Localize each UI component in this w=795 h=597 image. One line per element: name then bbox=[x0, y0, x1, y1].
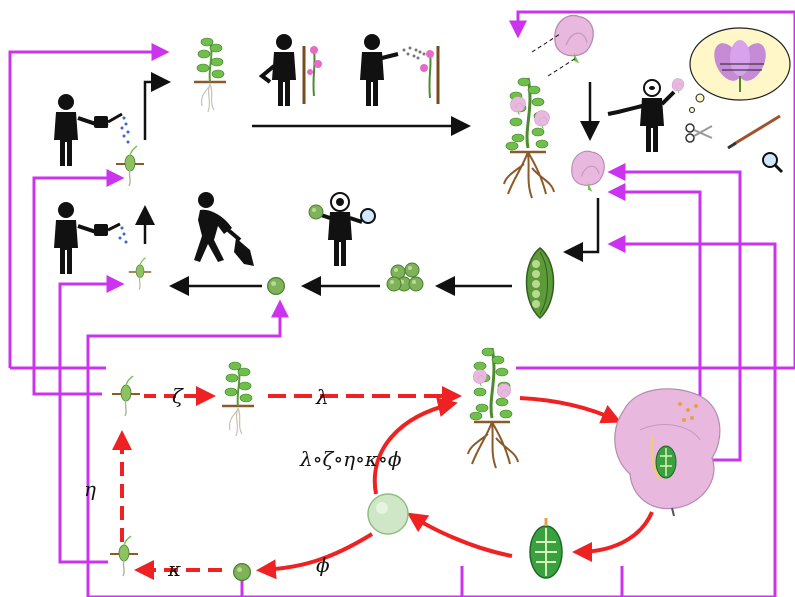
pea-flower-icon bbox=[554, 14, 594, 65]
label-kappa: κ bbox=[167, 557, 181, 581]
arrow-composite bbox=[372, 397, 458, 495]
pea-plant-icon bbox=[222, 362, 254, 436]
label-zeta: ζ bbox=[172, 384, 184, 408]
person-magnifier-icon bbox=[308, 192, 376, 266]
arrow-to-flower bbox=[519, 396, 622, 424]
arrow-flower-to-pod bbox=[563, 198, 600, 262]
process-arrows bbox=[135, 72, 600, 296]
pea-pod-icon bbox=[525, 247, 555, 319]
feedback-arrows bbox=[8, 10, 795, 597]
open-flower-icon bbox=[614, 388, 721, 517]
seed-icon bbox=[267, 277, 285, 295]
arrow-seedling-to-plant bbox=[143, 72, 171, 140]
feedback-arrow-to-flower bbox=[607, 183, 702, 420]
thought-bubble-flower-icon bbox=[689, 27, 791, 113]
flowering-plant-icon bbox=[504, 78, 554, 198]
brush-icon bbox=[727, 114, 781, 150]
label-eta: η bbox=[84, 477, 96, 501]
label-lambda: λ bbox=[315, 385, 329, 409]
seedling-icon bbox=[111, 375, 141, 417]
pea-pod-cross-icon bbox=[529, 518, 563, 579]
seed-closeup-icon bbox=[367, 493, 409, 535]
feedback-arrow-to-seedling bbox=[32, 169, 125, 396]
person-presenting-icon bbox=[607, 78, 685, 152]
feedback-arrow-to-plant bbox=[8, 43, 170, 368]
feedback-arrow-to-pod bbox=[607, 235, 777, 597]
person-watering-icon bbox=[54, 202, 128, 274]
seedling-icon bbox=[115, 145, 145, 187]
person-watering-icon bbox=[54, 94, 130, 166]
feedback-risers bbox=[240, 566, 624, 597]
arrow-phi bbox=[256, 532, 374, 580]
pea-flower-icon bbox=[571, 150, 605, 193]
magnifier-icon bbox=[762, 152, 784, 174]
peas-cluster-icon bbox=[386, 262, 424, 292]
feedback-arrow-to-seed bbox=[86, 299, 289, 597]
label-phi: ϕ bbox=[316, 553, 330, 577]
feedback-arrow-to-sprout bbox=[58, 275, 125, 564]
feedback-arrow-to-flowering-plant bbox=[509, 10, 795, 370]
seedling-icon bbox=[128, 256, 152, 291]
arrow-pod-to-seed bbox=[407, 512, 513, 558]
arrow-flower-to-pod bbox=[572, 511, 654, 562]
label-composite: λ∘ζ∘η∘κ∘ϕ bbox=[299, 447, 402, 471]
zoom-lines bbox=[531, 33, 577, 77]
person-pollinating-icon bbox=[258, 34, 322, 106]
scissors-icon bbox=[685, 123, 713, 143]
cycle-arrows bbox=[112, 386, 654, 580]
person-digging-icon bbox=[194, 192, 254, 266]
pea-plant-icon bbox=[194, 38, 226, 112]
flowering-plant-icon bbox=[468, 348, 518, 468]
person-spraying-icon bbox=[360, 34, 440, 106]
seed-icon bbox=[233, 562, 251, 582]
